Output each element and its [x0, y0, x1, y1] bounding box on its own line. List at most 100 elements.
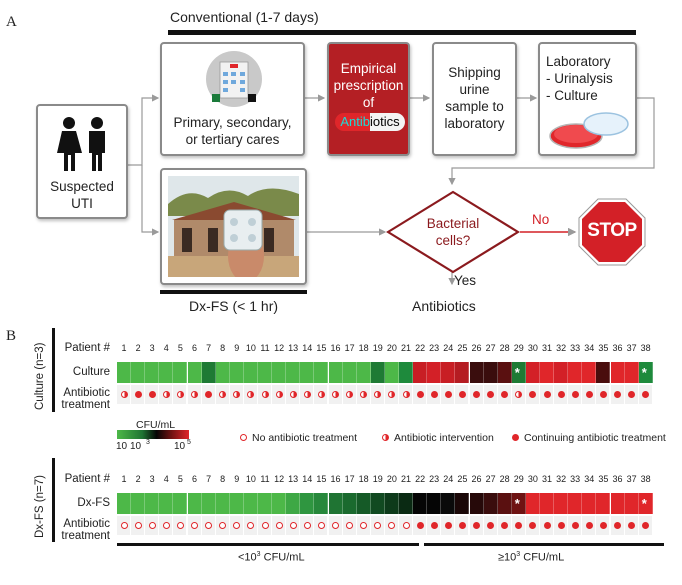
dxfs-patient-number: 2 — [135, 474, 141, 484]
dxfs-treatment-dot — [219, 522, 227, 529]
colorbar-ticks: 10 10 3 10 5 — [116, 439, 196, 455]
dxfs-patient-number: 17 — [344, 474, 355, 484]
culture-result-cell — [497, 362, 512, 383]
culture-antibiotic-label-1: Antibiotic — [63, 387, 110, 399]
dxfs-result-cell — [215, 493, 230, 514]
hospital-icon — [206, 51, 262, 107]
low-cfu-base: <10 — [238, 551, 257, 564]
culture-result-cell — [145, 362, 160, 383]
dxfs-patient-number: 21 — [400, 474, 411, 484]
culture-patient-number: 16 — [330, 343, 341, 353]
culture-treatment-dot — [557, 391, 565, 398]
culture-patient-number: 24 — [443, 343, 454, 353]
panel-label-a: A — [6, 14, 17, 30]
dxfs-patient-number: 12 — [274, 474, 285, 484]
dxfs-treatment-dot — [346, 522, 354, 529]
legend-continuing: Continuing antibiotic treatment — [524, 432, 666, 444]
petri-dish-icon — [549, 112, 629, 149]
low-cfu-label: <103 CFU/mL — [238, 551, 305, 564]
colorbar-tick-3: 10 — [174, 441, 186, 452]
culture-treatment-dot — [162, 391, 170, 398]
culture-treatment-dot — [614, 391, 621, 398]
dxfs-patient-number: 7 — [206, 474, 212, 484]
dxfs-treatment-dot — [148, 522, 156, 529]
lab-line2: - Urinalysis — [546, 71, 613, 86]
dxfs-treatment-dot — [416, 522, 424, 529]
high-cfu-bar — [424, 543, 664, 546]
dxfs-result-cell — [314, 493, 329, 514]
culture-result-cell — [370, 362, 385, 383]
culture-result-cell — [229, 362, 244, 383]
dxfs-patient-number: 3 — [149, 474, 155, 484]
dxfs-treatment-dot — [557, 522, 565, 529]
culture-treatment-dot — [571, 391, 579, 398]
dxfs-patient-number: 28 — [499, 474, 510, 484]
suspected-uti-box: Suspected UTI — [36, 104, 128, 219]
dxfs-result-cell — [455, 493, 470, 514]
dxfs-result-cell — [441, 493, 456, 514]
culture-patient-number: 18 — [358, 343, 369, 353]
dxfs-result-cell — [243, 493, 258, 514]
culture-result-cell — [201, 362, 216, 383]
colorbar-tick-2-exp: 3 — [146, 439, 150, 446]
culture-star-marker: * — [514, 365, 520, 380]
dxfs-result-cell — [624, 493, 639, 514]
dxfs-patient-number: 37 — [626, 474, 637, 484]
dxfs-result-cell — [413, 493, 428, 514]
dxfs-patient-number: 33 — [570, 474, 581, 484]
culture-patient-number: 34 — [584, 343, 595, 353]
colorbar-tick-1: 10 — [116, 441, 128, 452]
dxfs-treatment-dot — [388, 522, 396, 529]
dxfs-patient-number: 25 — [457, 474, 468, 484]
dxfs-result-cell — [511, 493, 526, 514]
dxfs-result-cell — [596, 493, 611, 514]
dxfs-treatment-dot — [543, 522, 551, 529]
dxfs-patient-number: 19 — [372, 474, 383, 484]
shipping-line1: Shipping — [448, 65, 501, 80]
dxfs-patient-number: 35 — [598, 474, 609, 484]
culture-patient-number: 15 — [316, 343, 327, 353]
lab-line3: - Culture — [546, 88, 598, 103]
culture-treatment-dot — [501, 391, 509, 398]
empirical-line1: Empirical — [340, 61, 397, 76]
culture-patient-number: 19 — [372, 343, 383, 353]
low-cfu-exp: 3 — [256, 551, 261, 558]
dxfs-result-cell — [483, 493, 498, 514]
culture-result-cell — [258, 362, 273, 383]
culture-result-cell — [568, 362, 583, 383]
dxfs-treatment-dot — [585, 522, 593, 529]
shipping-line3: sample to — [445, 99, 504, 114]
dxfs-result-cell — [610, 493, 625, 514]
dxfs-result-cell — [117, 493, 132, 514]
culture-treatment-dot — [388, 391, 396, 398]
culture-treatment-dot — [599, 391, 607, 398]
culture-patient-number: 23 — [429, 343, 440, 353]
dxfs-patient-number: 9 — [234, 474, 240, 484]
culture-patient-number: 25 — [457, 343, 468, 353]
suspected-uti-line2: UTI — [71, 196, 93, 211]
culture-patient-number: 36 — [612, 343, 623, 353]
dxfs-treatment-dot — [515, 522, 523, 529]
culture-patient-number: 28 — [499, 343, 510, 353]
dxfs-treatment-dot — [275, 522, 283, 529]
dxfs-treatment-dot — [487, 522, 495, 529]
culture-treatment-dot — [247, 391, 255, 398]
bacterial-cells-diamond — [386, 190, 520, 274]
stop-label: STOP — [587, 220, 637, 241]
dxfs-treatment-dot — [317, 522, 325, 529]
dxfs-result-cell — [229, 493, 244, 514]
dxfs-patient-number: 4 — [163, 474, 169, 484]
culture-treatment-dot — [191, 391, 198, 398]
dxfs-result-cell — [384, 493, 399, 514]
dxfs-patient-number: 22 — [415, 474, 426, 484]
low-cfu-unit: CFU/mL — [263, 551, 305, 564]
dxfs-result-cell — [568, 493, 583, 514]
culture-result-cell — [300, 362, 315, 383]
culture-result-cell — [455, 362, 470, 383]
dxfs-result-cell — [173, 493, 188, 514]
dxfs-patient-number: 29 — [513, 474, 524, 484]
no-label: No — [532, 212, 550, 227]
culture-result-cell — [582, 362, 597, 383]
culture-patient-number: 12 — [274, 343, 285, 353]
dxfs-antibiotic-label-1: Antibiotic — [63, 518, 110, 530]
